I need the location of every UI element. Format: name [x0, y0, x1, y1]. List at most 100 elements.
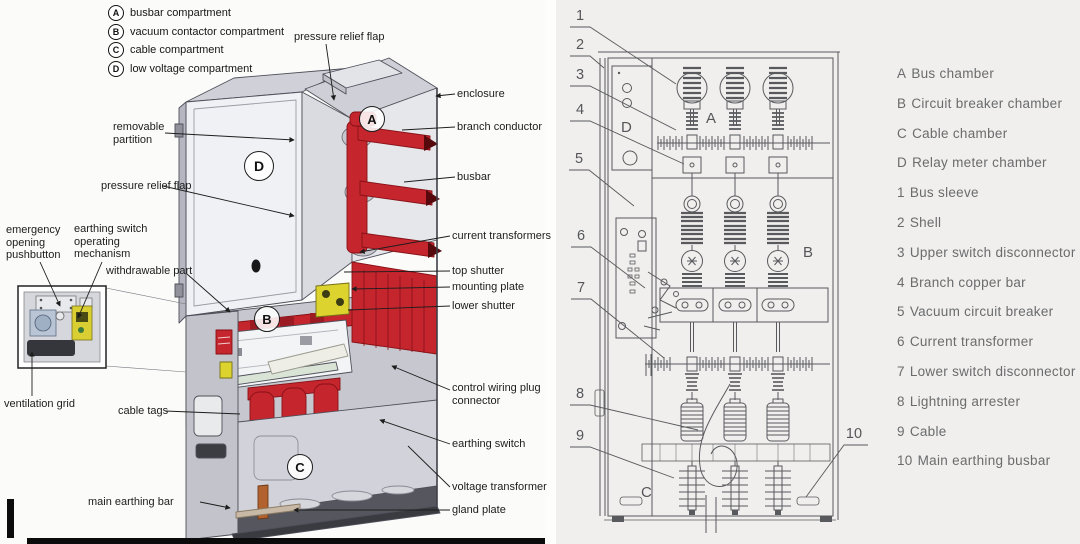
- compartment-legend-item: D low voltage compartment: [108, 60, 284, 79]
- photo-border-left: [7, 499, 14, 538]
- chamber-letter-d: D: [621, 119, 632, 136]
- legend-label: Lower switch disconnector: [909, 363, 1076, 379]
- label-main-earthing-bar: main earthing bar: [88, 496, 174, 508]
- label-cable-tags: cable tags: [118, 405, 169, 417]
- busbar-red-parts: [341, 111, 442, 258]
- label-earthing-switch: earthing switch: [452, 438, 526, 450]
- chamber-letter-c: C: [641, 484, 652, 501]
- legend-label: Shell: [909, 214, 942, 230]
- label-voltage-transformer: voltage transformer: [452, 481, 547, 493]
- front-panel-inset: [17, 285, 187, 373]
- legend-key: 6: [897, 334, 905, 350]
- label-busbar: busbar: [457, 171, 491, 183]
- compartment-letter-badge: D: [108, 60, 124, 77]
- callout-7: 7: [576, 280, 586, 296]
- label-top-shutter: top shutter: [452, 265, 504, 277]
- callout-4: 4: [575, 102, 585, 118]
- legend-key: 4: [897, 274, 905, 290]
- label-withdrawable-part: withdrawable part: [106, 265, 193, 277]
- compartment-marker-c: C: [287, 454, 313, 480]
- legend-label: Lightning arrester: [909, 393, 1021, 409]
- legend-key: C: [897, 125, 908, 141]
- callout-1: 1: [575, 8, 585, 24]
- callout-3: 3: [575, 67, 585, 83]
- legend-label: Main earthing busbar: [917, 453, 1051, 469]
- compartment-letter-badge: C: [108, 42, 124, 59]
- label-pressure-relief-flap-top: pressure relief flap: [294, 31, 385, 43]
- legend-key: 1: [897, 185, 905, 201]
- chamber-letter-a: A: [706, 110, 717, 127]
- label-pressure-relief-flap-side: pressure relief flap: [101, 180, 192, 192]
- label-emergency-opening-pushbutton: emergency opening pushbutton: [6, 224, 61, 261]
- callout-8: 8: [575, 386, 585, 402]
- compartment-legend-label: cable compartment: [130, 44, 224, 57]
- compartment-legend: A busbar compartment B vacuum contactor …: [108, 4, 284, 78]
- photo-border-bottom: [27, 538, 545, 544]
- compartment-legend-item: C cable compartment: [108, 41, 284, 60]
- legend-label: Upper switch disconnector: [909, 244, 1076, 260]
- compartment-marker-a: A: [359, 106, 385, 132]
- callout-10: 10: [845, 426, 863, 442]
- legend-key: 5: [897, 304, 905, 320]
- mechanism-detail: [643, 271, 679, 331]
- label-ventilation-grid: ventilation grid: [4, 398, 75, 410]
- legend-key: 9: [897, 423, 905, 439]
- callout-9: 9: [575, 428, 585, 444]
- callout-5: 5: [574, 151, 584, 167]
- panel-divider: [545, 0, 556, 544]
- legend-label: Branch copper bar: [909, 274, 1026, 290]
- chamber-letter-b: B: [803, 244, 814, 261]
- label-earthing-switch-operating-mechanism: earthing switch operating mechanism: [74, 223, 148, 260]
- legend-key: 2: [897, 214, 905, 230]
- callout-2: 2: [575, 37, 585, 53]
- label-control-wiring-plug-connector: control wiring plug connector: [452, 382, 541, 407]
- legend-label: Cable: [909, 423, 947, 439]
- callout-leaders: [569, 26, 868, 498]
- legend-key: 10: [897, 453, 913, 469]
- legend-label: Circuit breaker chamber: [911, 95, 1063, 111]
- legend-key: 7: [897, 363, 905, 379]
- schematic-panel-background: [556, 0, 1080, 544]
- schematic-cabinet: [594, 51, 840, 533]
- label-mounting-plate: mounting plate: [452, 281, 525, 293]
- leader-lines: [29, 43, 456, 513]
- compartment-legend-label: vacuum contactor compartment: [130, 25, 285, 38]
- compartment-legend-item: A busbar compartment: [108, 4, 284, 23]
- compartment-marker-d: D: [244, 151, 274, 181]
- label-current-transformers: current transformers: [452, 230, 552, 242]
- label-lower-shutter: lower shutter: [452, 300, 515, 312]
- legend-key: 3: [897, 244, 905, 260]
- legend-key: A: [897, 66, 907, 81]
- legend-label: Vacuum circuit breaker: [909, 304, 1054, 320]
- compartment-legend-label: busbar compartment: [130, 7, 231, 20]
- label-branch-conductor: branch conductor: [457, 121, 542, 133]
- legend-label: Cable chamber: [912, 125, 1008, 141]
- compartment-legend-label: low voltage compartment: [130, 62, 253, 75]
- legend-label: Relay meter chamber: [912, 155, 1047, 171]
- legend-key: 8: [897, 393, 905, 409]
- label-enclosure: enclosure: [457, 88, 505, 100]
- legend-label: Current transformer: [909, 334, 1034, 350]
- label-gland-plate: gland plate: [452, 504, 506, 516]
- label-removable-partition: removable partition: [113, 121, 165, 146]
- legend-label: Bus sleeve: [909, 185, 979, 201]
- compartment-letter-badge: B: [108, 23, 124, 40]
- callout-6: 6: [576, 228, 586, 244]
- legend-key: B: [897, 95, 907, 111]
- compartment-legend-item: B vacuum contactor compartment: [108, 23, 284, 42]
